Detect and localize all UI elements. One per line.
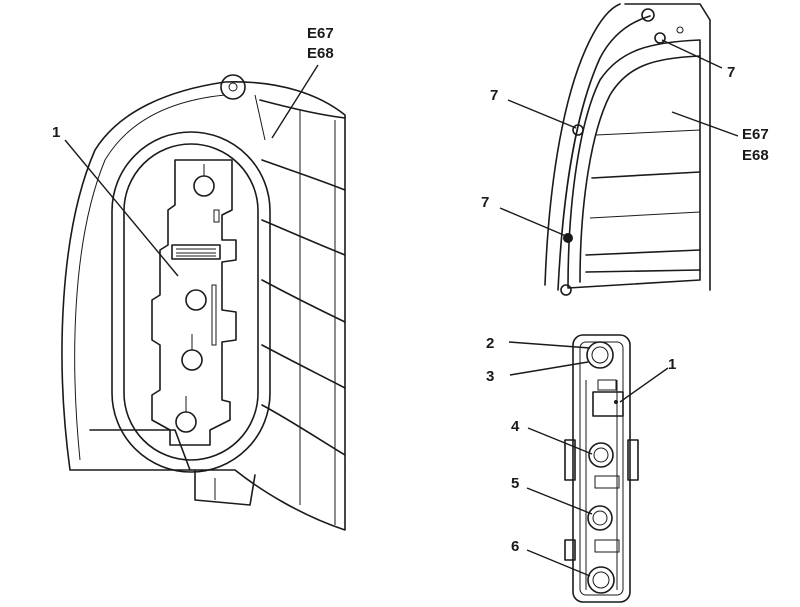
connector-block (592, 391, 624, 417)
bulb-top (586, 341, 614, 369)
label-callout-1: 1 (668, 356, 676, 373)
screw-middle (572, 124, 584, 136)
leader-lamp-holder (64, 139, 179, 277)
lamp-holder-frame (111, 131, 271, 473)
bulb-holder-outline (572, 334, 631, 603)
label-light-unit-right-line2: E68 (742, 147, 769, 164)
label-callout-3: 3 (486, 368, 494, 385)
housing-outline (61, 81, 346, 531)
tail-light-housing-view: 1 E67 E68 (52, 25, 346, 531)
label-light-unit-right-line1: E67 (742, 126, 769, 143)
label-callout-6: 6 (511, 538, 519, 555)
label-callout-2: 2 (486, 335, 494, 352)
label-callout-5: 5 (511, 475, 519, 492)
bulb-bottom (587, 566, 615, 594)
bulb-lower (587, 505, 613, 531)
screw-lower (563, 233, 573, 243)
lens-segments (254, 94, 346, 525)
label-screw-lower: 7 (481, 194, 489, 211)
label-lamp-holder: 1 (52, 124, 60, 141)
label-screw-upper: 7 (727, 64, 735, 81)
connector-strip (171, 244, 221, 260)
leader-light-unit-left (271, 64, 319, 139)
bulb-middle (588, 442, 614, 468)
mounting-lug (220, 74, 246, 100)
bulb-holder-board (151, 159, 237, 446)
screw-upper (654, 32, 666, 44)
label-screw-middle: 7 (490, 87, 498, 104)
installed-lamp-outline (567, 39, 701, 289)
label-light-unit-left-line2: E68 (307, 45, 334, 62)
tail-light-installed-view: 7 7 7 E67 E68 (481, 3, 769, 296)
label-light-unit-left-line1: E67 (307, 25, 334, 42)
label-callout-4: 4 (511, 418, 520, 435)
bulb-holder-view: 2 3 1 4 5 6 (486, 334, 676, 603)
